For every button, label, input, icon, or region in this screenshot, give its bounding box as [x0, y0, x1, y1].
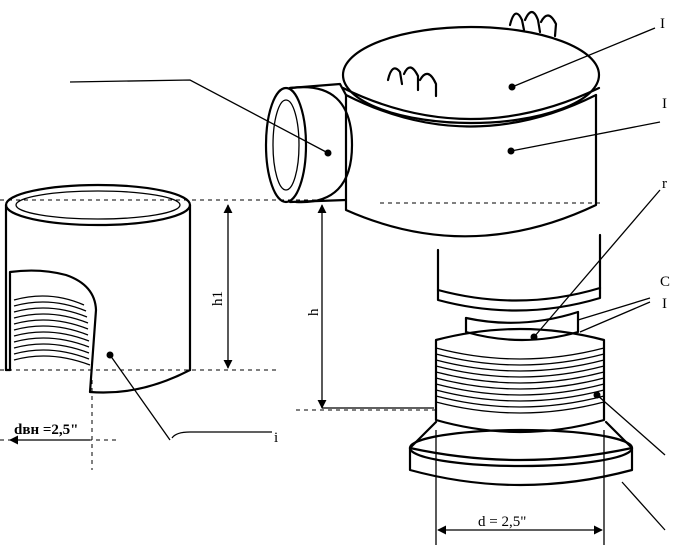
d-label: d = 2,5" — [478, 514, 526, 530]
sleeve-top-rim — [4, 183, 192, 227]
cable-entry — [69, 79, 354, 204]
edge-fragment-4: C — [660, 274, 670, 290]
dimension-h1: h1 — [210, 204, 233, 369]
sensor-housing — [69, 10, 666, 531]
housing-body — [344, 93, 598, 238]
dimension-d-inner: dвн =2,5" — [9, 422, 90, 445]
housing-neck — [436, 233, 602, 312]
edge-fragment-2: I — [662, 96, 667, 112]
sleeve-inner-rim — [15, 190, 181, 220]
edge-fragment-5: I — [662, 296, 667, 312]
flange — [408, 420, 666, 531]
h1-label: h1 — [210, 291, 226, 306]
edge-fragment-3: r — [662, 176, 667, 192]
threaded-sleeve — [4, 183, 192, 441]
bottom-left-fragment: i — [171, 430, 278, 446]
sleeve-leader-line — [109, 354, 171, 441]
sleeve-body — [4, 203, 192, 372]
h-label: h — [306, 308, 322, 316]
housing-lid — [341, 25, 601, 125]
d-inner-label: dвн =2,5" — [14, 422, 78, 438]
sleeve-thread-lines — [13, 295, 91, 366]
threaded-fitting — [434, 327, 666, 456]
edge-label-fragments: I I r C I — [660, 16, 670, 312]
bottom-left-fragment-text: i — [274, 430, 278, 446]
dimension-d: d = 2,5" — [435, 430, 605, 545]
lid-wire-hooks — [386, 10, 558, 98]
lid-edge — [341, 86, 601, 120]
dimension-h: h — [306, 204, 434, 409]
sleeve-cutout — [8, 269, 192, 394]
edge-fragment-1: I — [660, 16, 665, 32]
